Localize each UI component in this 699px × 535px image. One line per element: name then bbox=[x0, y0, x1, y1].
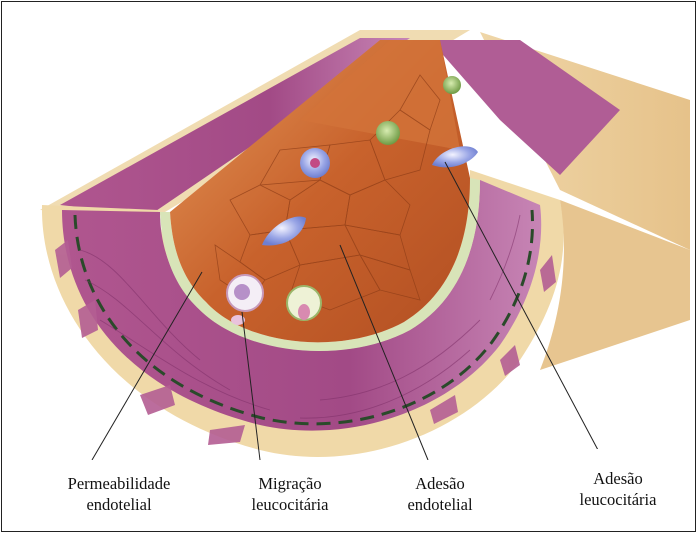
label-permeabilidade-line1: Permeabilidade bbox=[30, 473, 208, 494]
label-adesao-leucocitaria-line2: leucocitária bbox=[543, 489, 693, 510]
label-migracao-line2: leucocitária bbox=[230, 494, 350, 515]
label-adesao-leucocitaria-line1: Adesão bbox=[543, 468, 693, 489]
label-adesao-endotelial: Adesão endotelial bbox=[378, 460, 502, 528]
leukocyte-green-1 bbox=[376, 121, 400, 145]
label-permeabilidade-line2: endotelial bbox=[30, 494, 208, 515]
label-adesao-endotelial-line1: Adesão bbox=[378, 473, 502, 494]
label-permeabilidade-endotelial: Permeabilidade endotelial bbox=[30, 460, 208, 528]
label-migracao-line1: Migração bbox=[230, 473, 350, 494]
label-migracao-leucocitaria: Migração leucocitária bbox=[230, 460, 350, 528]
label-adesao-endotelial-line2: endotelial bbox=[378, 494, 502, 515]
leukocyte-green-2 bbox=[443, 76, 461, 94]
label-adesao-leucocitaria: Adesão leucocitária bbox=[543, 449, 693, 529]
